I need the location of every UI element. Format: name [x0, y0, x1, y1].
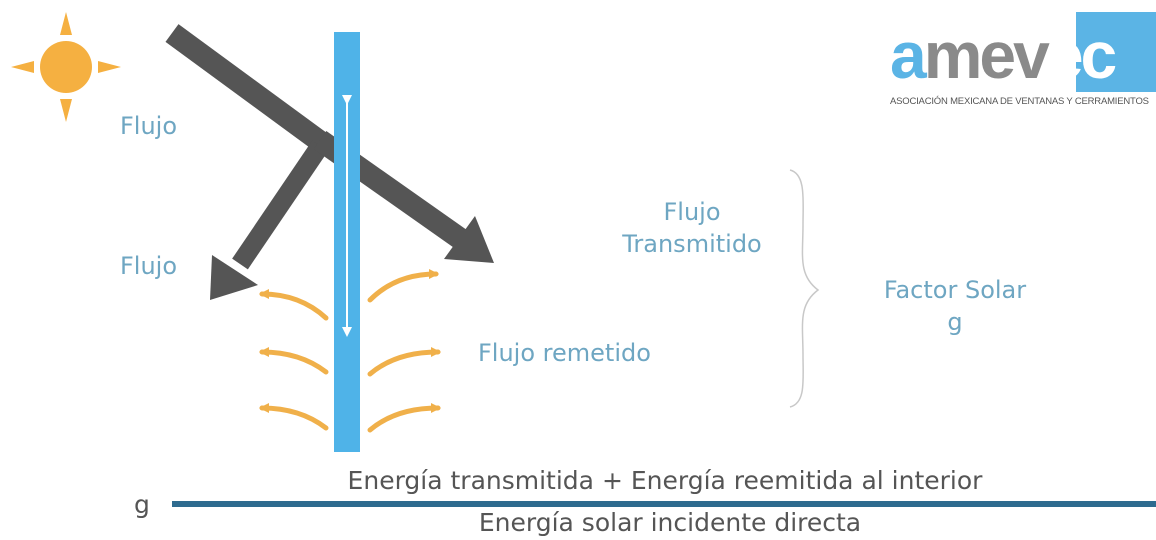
- logo-box: [1076, 12, 1156, 92]
- label-flujo-transmitido: Flujo Transmitido: [614, 196, 770, 261]
- logo-wordmark: amevec: [890, 18, 1117, 92]
- heat-arrows: [259, 269, 441, 433]
- label-flujo-reflejado: Flujo: [120, 252, 178, 280]
- label-factor-solar: Factor Solar g: [866, 274, 1044, 339]
- label-flujo-transmitido-line2: Transmitido: [622, 230, 762, 259]
- reflected-arrow: [210, 140, 328, 300]
- sun-icon: [11, 12, 121, 122]
- logo-tagline: ASOCIACIÓN MEXICANA DE VENTANAS Y CERRAM…: [890, 96, 1149, 107]
- label-flujo-transmitido-line1: Flujo: [663, 198, 721, 226]
- label-flujo-remetido: Flujo remetido: [478, 339, 651, 367]
- label-factor-solar-line1: Factor Solar: [883, 276, 1027, 304]
- formula-symbol: g: [134, 490, 150, 519]
- amevec-logo: amevec ASOCIACIÓN MEXICANA DE VENTANAS Y…: [884, 12, 1156, 112]
- logo-part2: mev: [923, 18, 1050, 92]
- label-flujo-incidente: Flujo: [120, 112, 178, 140]
- logo-part3: ec: [1046, 18, 1117, 92]
- curly-brace: [789, 169, 820, 408]
- formula-denominator: Energía solar incidente directa: [478, 508, 862, 537]
- formula-numerator: Energía transmitida + Energía reemitida …: [347, 466, 983, 495]
- incident-arrow: [165, 24, 329, 152]
- label-factor-solar-line2: g: [947, 308, 963, 337]
- logo-part1: a: [890, 18, 927, 92]
